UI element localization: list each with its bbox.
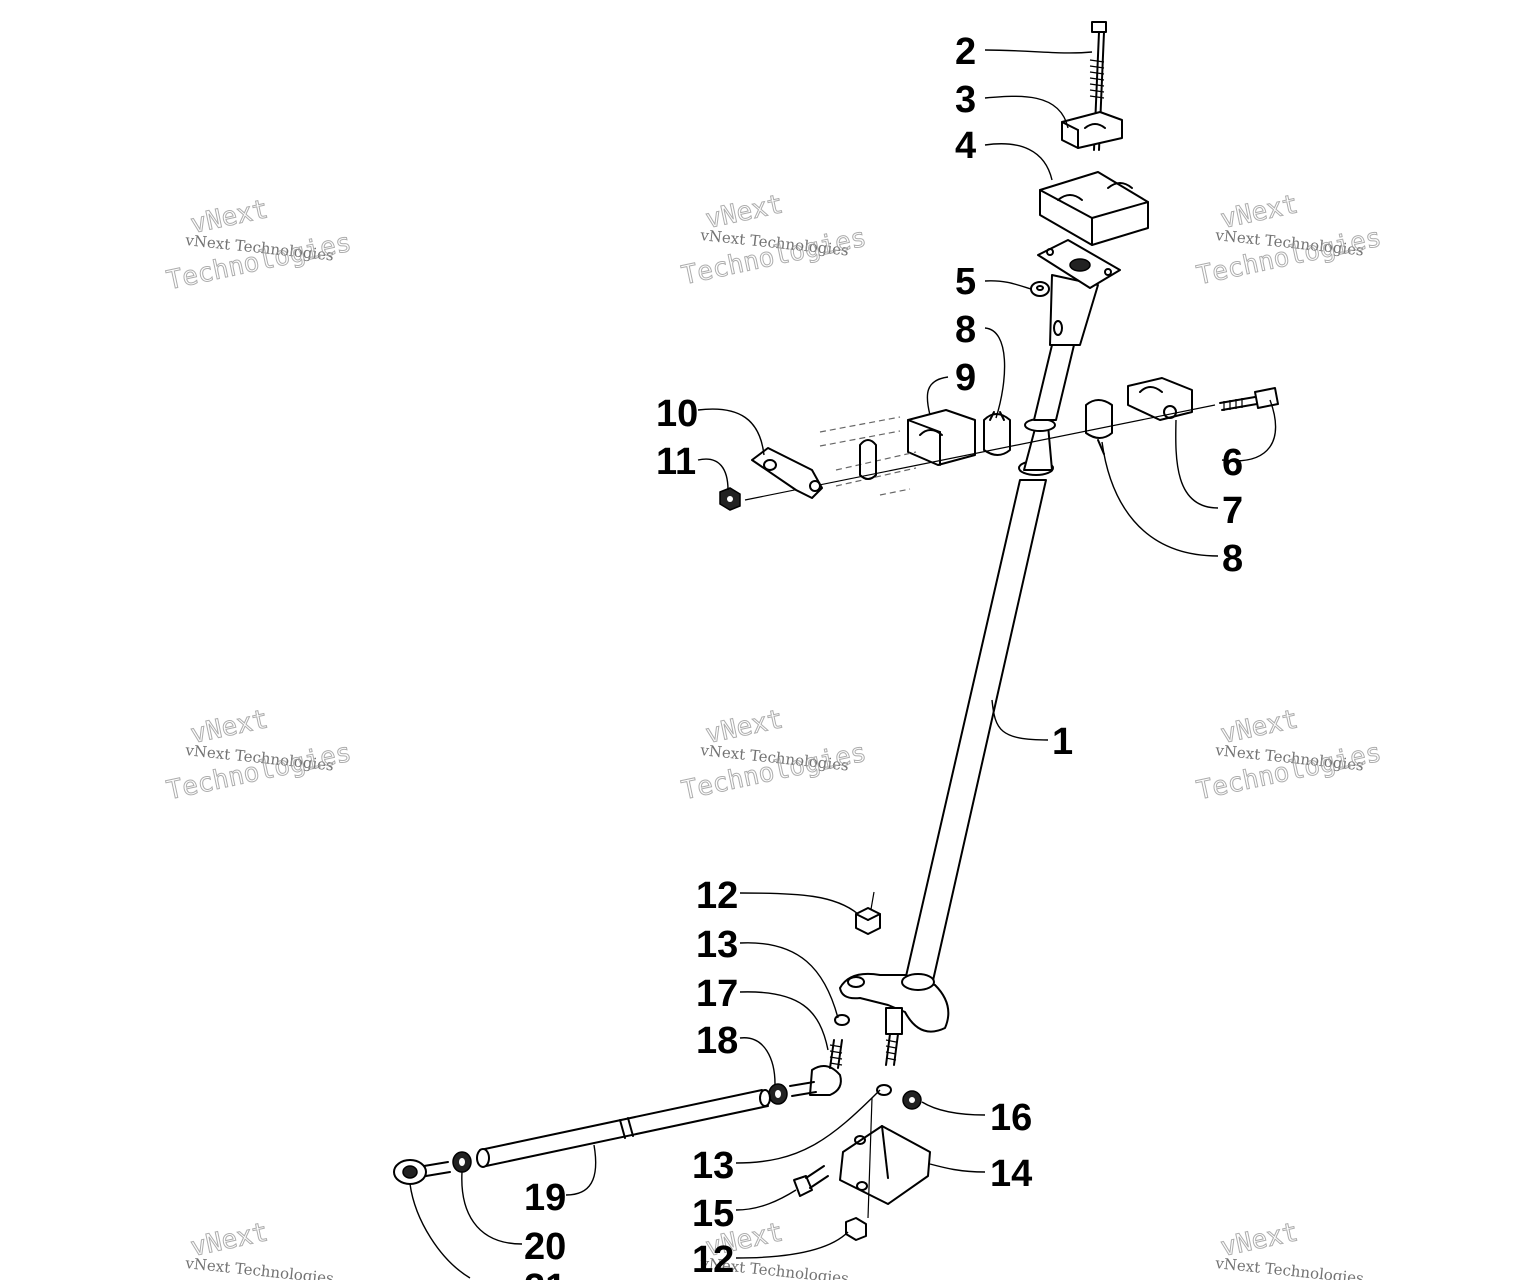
callout-8: 8	[1222, 538, 1243, 580]
callout-21: 21	[524, 1267, 566, 1280]
assembly-centreline	[744, 404, 1216, 501]
callout-19: 19	[524, 1177, 566, 1219]
ghost-clamp	[819, 416, 917, 496]
nut-part-16	[902, 1090, 922, 1110]
nut-part-12-upper	[855, 891, 881, 935]
callout-8: 8	[955, 309, 976, 351]
nut-part-11	[719, 487, 741, 511]
jam-nut-part-18	[768, 1083, 788, 1105]
watermark: vNext vNext Technologies Technologies	[164, 704, 355, 807]
callout-20: 20	[524, 1226, 566, 1268]
bushing-part-8-left	[983, 411, 1011, 456]
watermark: vNext vNext Technologies Technologies	[679, 189, 870, 292]
svg-text:vNext Technologies: vNext Technologies	[184, 1254, 335, 1280]
washer-part-13-lower	[876, 1084, 892, 1096]
callout-12: 12	[696, 875, 738, 917]
callout-6: 6	[1222, 442, 1243, 484]
bolt-part-15	[793, 1165, 829, 1197]
steering-post-plate	[1037, 239, 1121, 336]
callout-10: 10	[656, 393, 698, 435]
callout-9: 9	[955, 357, 976, 399]
leader-lines	[409, 49, 1277, 1279]
steering-post-tube	[903, 274, 1099, 986]
watermark: vNext vNext Technologies Technologies	[1194, 189, 1385, 292]
callout-14: 14	[990, 1153, 1032, 1195]
watermark: vNext vNext Technologies	[184, 1217, 335, 1280]
handlebar-cap-part-3	[1061, 111, 1123, 149]
tie-rod-end-part-17	[789, 1039, 843, 1097]
callout-15: 15	[692, 1193, 734, 1235]
bolt-part-6	[1219, 387, 1279, 411]
bracket-part-10	[751, 447, 823, 499]
tie-rod-part-19	[476, 1089, 771, 1168]
watermark: vNext vNext Technologies	[1214, 1217, 1365, 1280]
watermark-group: vNext vNext Technologies Technologies vN…	[164, 189, 1385, 1280]
callout-13: 13	[692, 1145, 734, 1187]
watermark: vNext vNext Technologies Technologies	[164, 194, 355, 297]
nut-part-12-lower	[845, 1217, 867, 1241]
callout-18: 18	[696, 1020, 738, 1062]
tie-rod-end-part-21	[393, 1159, 451, 1185]
callout-1: 1	[1052, 721, 1073, 763]
jam-nut-part-20	[452, 1151, 472, 1173]
nut-part-5	[1030, 281, 1050, 297]
clamp-part-9	[907, 409, 976, 466]
callout-4: 4	[955, 125, 976, 167]
callout-17: 17	[696, 973, 738, 1015]
watermark: vNext vNext Technologies Technologies	[679, 704, 870, 807]
mount-bracket-part-14	[839, 1097, 931, 1219]
callout-2: 2	[955, 31, 976, 73]
clamp-part-7	[1127, 377, 1193, 421]
callout-12: 12	[692, 1239, 734, 1280]
callout-13: 13	[696, 924, 738, 966]
callout-11: 11	[656, 441, 696, 483]
callouts: 2 3 4 5 8 9 10 11 6 7 8 1 12 13 17 18 16…	[524, 31, 1243, 1280]
steering-arm	[839, 972, 950, 1066]
svg-text:vNext Technologies: vNext Technologies	[1214, 1254, 1365, 1280]
callout-7: 7	[1222, 490, 1243, 532]
handlebar-block-part-4	[1039, 171, 1149, 246]
callout-3: 3	[955, 79, 976, 121]
callout-5: 5	[955, 261, 976, 303]
callout-16: 16	[990, 1097, 1032, 1139]
watermark: vNext vNext Technologies Technologies	[1194, 704, 1385, 807]
